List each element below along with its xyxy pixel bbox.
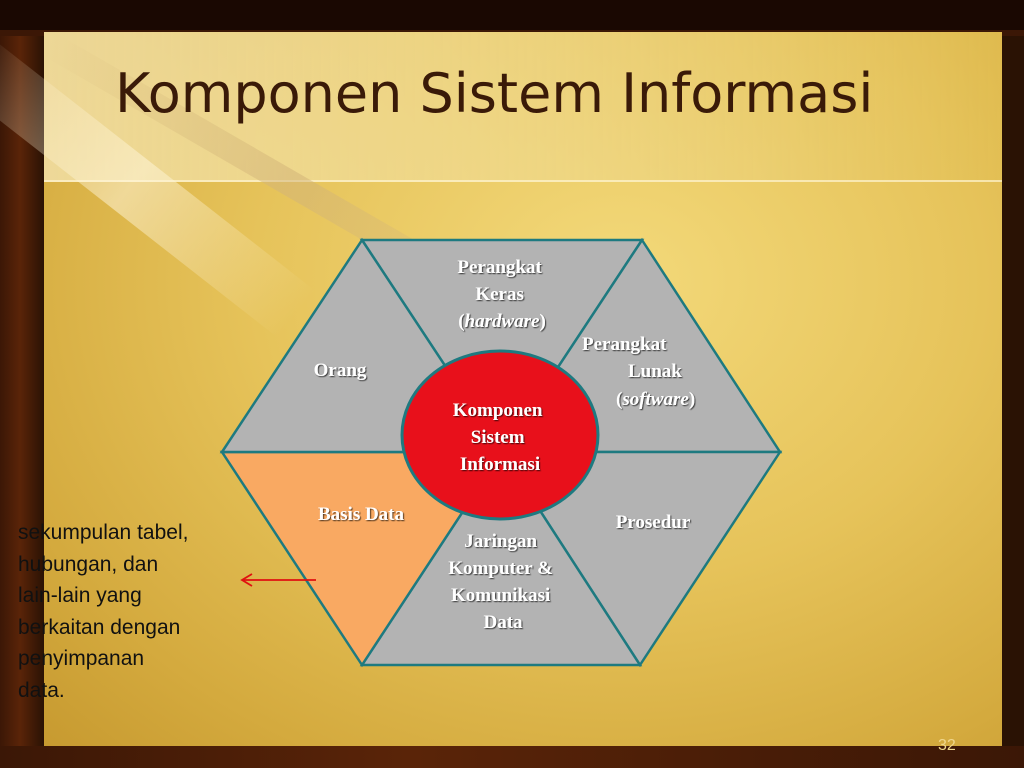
prosedur-label: Prosedur [616,512,691,533]
basis-data-description: sekumpulan tabel, hubungan, dan lain-lai… [18,521,189,702]
paren: ( [458,311,464,332]
page-title: Komponen Sistem Informasi [115,62,874,125]
paren: ( [616,389,622,410]
software-italic-word: software [621,389,689,410]
center-label: Komponen Sistem Informasi [453,400,548,475]
center-label-line: Sistem [471,427,525,448]
bottom-bar [0,746,1024,768]
jaringan-label-line: Data [483,612,523,633]
software-label: Perangkat Lunak (software) [582,334,695,410]
paren: ) [539,311,545,332]
center-circle [400,349,600,521]
center-label-line: Informasi [460,454,540,475]
jaringan-label: Jaringan Komputer & Komunikasi Data [448,531,557,633]
hardware-italic-word: hardware [465,311,541,332]
paren: ) [689,389,695,410]
software-label-line: (software) [616,389,695,410]
hardware-label-line: Keras [475,284,524,305]
jaringan-label-line: Komputer & [448,558,553,579]
software-label-line: Perangkat [582,334,667,355]
slide-number: 32 [938,737,956,754]
software-label-line: Lunak [628,361,682,382]
arrow-left-icon [240,573,316,587]
orang-label: Orang [314,360,367,381]
basis-data-label: Basis Data [318,504,405,525]
title-band [0,32,1002,338]
hardware-label: Perangkat Keras (hardware) [457,257,546,332]
center-label-line: Komponen [453,400,543,421]
jaringan-label-line: Jaringan [464,531,537,552]
hardware-label-line: (hardware) [458,311,546,332]
hardware-label-line: Perangkat [457,257,542,278]
jaringan-label-line: Komunikasi [451,585,550,606]
